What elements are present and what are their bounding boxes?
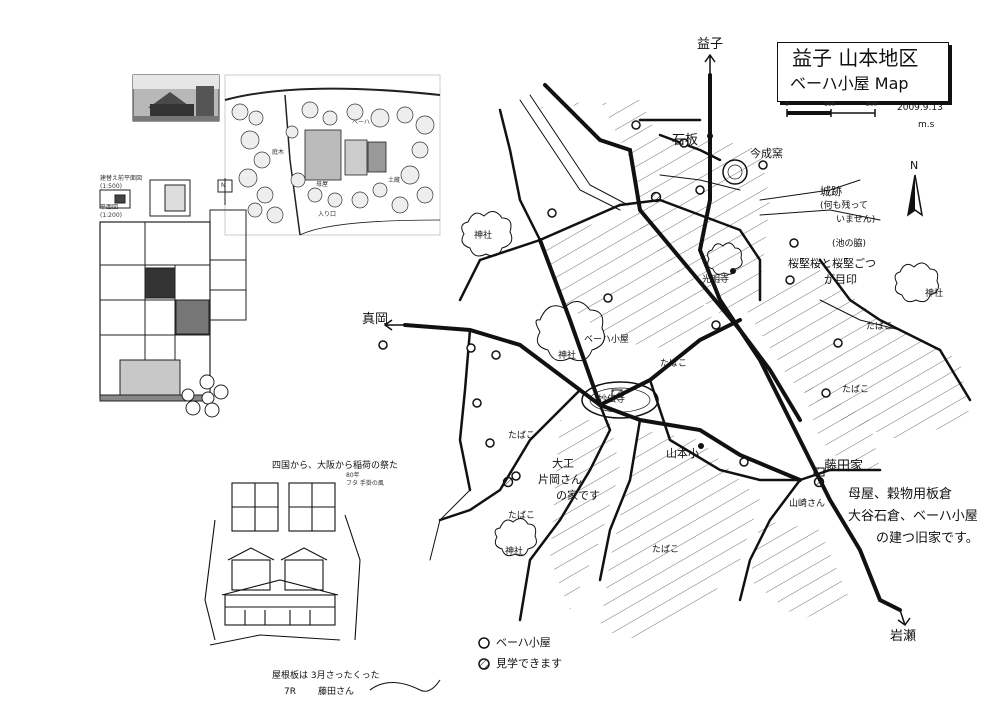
inset-plan-label1: 建替え前平面図	[100, 175, 143, 182]
label-daiku2: 片岡さん	[538, 473, 582, 486]
scale-label-0: 0	[785, 101, 789, 108]
minor-lines	[429, 94, 901, 561]
label-kon-kamado: 今成窯	[750, 147, 783, 160]
label-sakura-note2: が目印	[824, 273, 857, 286]
direction-arrows	[383, 53, 911, 627]
label-tabako-1: たばこ	[866, 322, 894, 332]
label-jinja-center: 神社	[558, 351, 577, 361]
inset-site-label-3: 庭木	[272, 149, 285, 156]
inset-floor-plans	[99, 178, 247, 402]
label-tabako-5: たばこ	[652, 545, 680, 555]
sketch-caption3: 藤田さん	[318, 687, 355, 697]
inset-sketch	[204, 482, 441, 692]
label-shiro-ato: 城跡	[820, 185, 842, 198]
label-tabako-3: たばこ	[508, 431, 536, 441]
inset-plan-label2: 平面図	[100, 204, 119, 211]
legend-label-visitable: 見学できます	[496, 657, 562, 670]
label-jinja-sw: 神社	[505, 547, 524, 557]
secondary-roads	[438, 108, 972, 622]
label-tabako-2: たばこ	[842, 385, 870, 395]
label-tabako-6: たばこ	[660, 359, 688, 369]
landmark-dots	[698, 133, 736, 449]
legend-label-beha-koya: ベーハ小屋	[496, 636, 551, 649]
inset-plan-scale1: (1:500)	[100, 183, 122, 190]
visitable-markers	[502, 191, 825, 488]
label-yamazaki: 山崎さん	[789, 499, 826, 509]
inset-plan-scale2: (1:200)	[100, 212, 122, 219]
label-myoden-ji: 妙伝寺	[598, 395, 626, 405]
scale-label-100: 100	[824, 101, 836, 108]
scale-label-200: 200	[866, 101, 878, 108]
label-koenji: 光明寺	[702, 275, 730, 285]
label-sakura-note1: 桜堅桜と桜堅ごつ	[788, 257, 876, 270]
label-shiro-note2: いません)	[836, 215, 876, 225]
label-jinja-ne: 神社	[925, 289, 944, 299]
label-iwase: 岩瀬	[890, 629, 917, 644]
inset-north: N	[221, 182, 226, 189]
ponds	[581, 159, 748, 419]
label-fujita-ke: 藤田家	[824, 459, 864, 474]
map-title-line1: 益子 山本地区	[792, 46, 919, 70]
beha-koya-markers	[378, 120, 843, 481]
label-fujita-note3: の建つ旧家です。	[876, 531, 979, 546]
label-daiku1: 大工	[552, 457, 574, 470]
inset-site-label-5: 土蔵	[388, 177, 401, 184]
label-mashiko: 益子	[697, 37, 724, 52]
label-moka: 真岡	[362, 312, 389, 327]
north-arrow	[906, 174, 924, 217]
inset-site-label-1: ベーハ	[352, 119, 370, 126]
map-signature: m.s	[918, 120, 935, 130]
map-title-box: 益子 山本地区 ベーハ小屋 Map	[777, 42, 949, 102]
tree-clusters	[461, 211, 939, 557]
label-ike-no-waki: (池の脇)	[832, 239, 867, 249]
sketch-note1: 四国から、大阪から稲荷の祭た	[272, 461, 399, 471]
buildings	[611, 389, 825, 477]
inset-site-plan	[224, 74, 441, 236]
map-date: 2009.9.13	[897, 103, 943, 113]
inset-site-label-4: 母屋	[316, 181, 329, 188]
inset-photo	[132, 74, 220, 122]
label-fujita-note2: 大谷石倉、ベーハ小屋	[848, 509, 978, 524]
sketch-caption2: 7R	[284, 687, 296, 697]
label-fujita-note1: 母屋、穀物用板倉	[848, 487, 953, 502]
label-daiku3: の家です	[556, 489, 600, 502]
legend-symbols	[478, 637, 490, 670]
inset-site-label-2: 入り口	[318, 211, 337, 218]
main-roads	[403, 73, 902, 612]
north-label: N	[910, 159, 919, 172]
label-tabako-4: たばこ	[508, 511, 536, 521]
sketch-note3: フタ 手掛の風	[346, 480, 384, 487]
scale-bar	[786, 109, 876, 117]
map-title-line2: ベーハ小屋 Map	[790, 74, 909, 93]
sketch-caption1: 屋根板は 3月さったくった	[272, 671, 380, 681]
label-sekiita: 石板	[672, 133, 699, 148]
label-shiro-note1: (何も残って	[820, 201, 869, 211]
label-yamamoto-sho: 山本小	[666, 447, 699, 460]
inset-site-trees	[231, 101, 435, 224]
label-jinja-nw: 神社	[474, 231, 493, 241]
inset-garden-circles	[181, 374, 229, 418]
label-beha-koya-center: ベーハ小屋	[584, 335, 629, 345]
sketch-note2: 80年	[346, 472, 360, 479]
